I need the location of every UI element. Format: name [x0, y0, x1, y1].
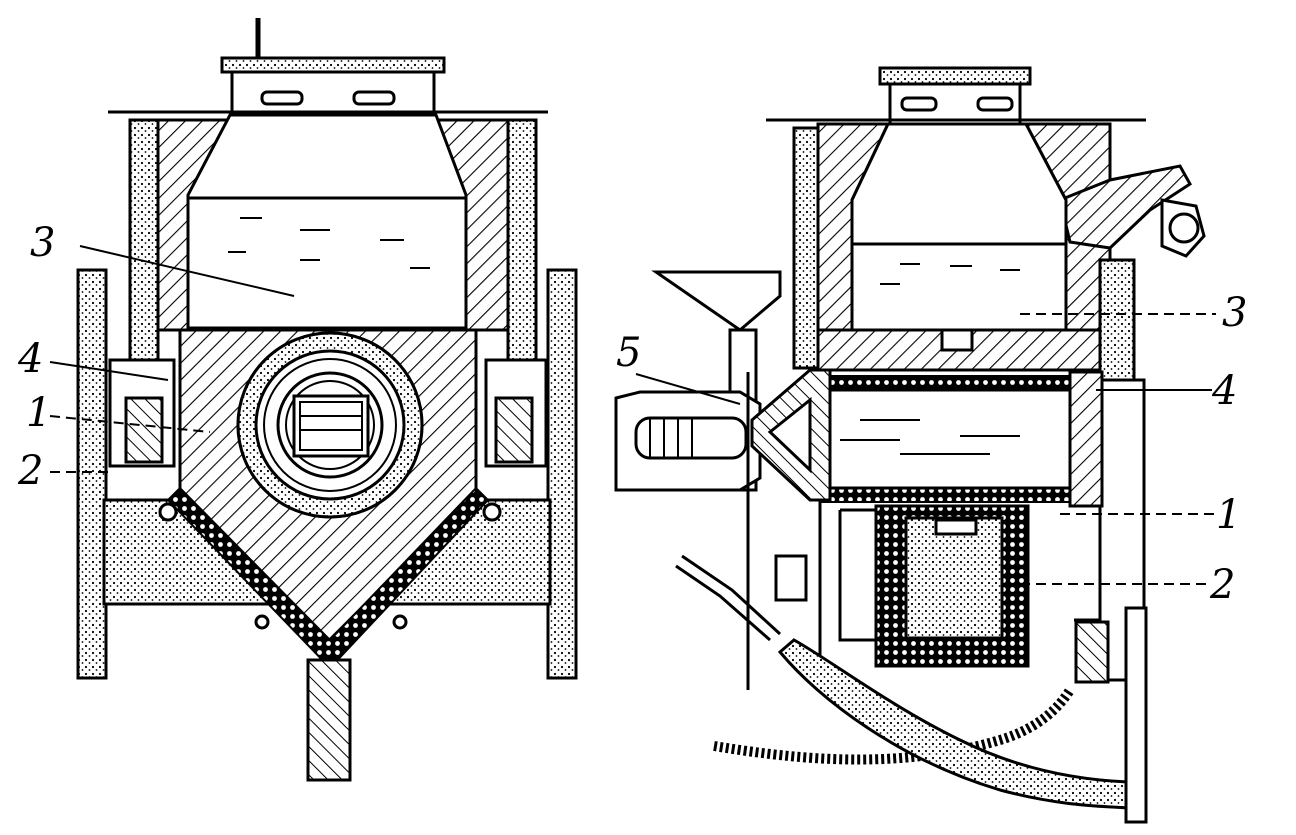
label-1-left: 1: [26, 390, 51, 436]
label-2-left: 2: [17, 448, 43, 494]
left-top-neck: [220, 56, 446, 116]
label-3-left: 3: [30, 220, 55, 266]
right-view: [614, 66, 1206, 824]
left-frame-post-right: [546, 268, 578, 680]
right-leaders: [635, 313, 1216, 585]
left-shell-wall-left: [128, 118, 160, 362]
label-2-right: 2: [1209, 562, 1235, 608]
left-leaders: [49, 245, 295, 473]
right-top-neck: [878, 66, 1032, 126]
left-shell-wall-right: [506, 118, 538, 362]
crucible-bath-left: [186, 113, 468, 330]
channel-top-lining: [819, 375, 1101, 391]
right-shell-wall-left: [792, 126, 820, 370]
left-view: [76, 18, 578, 782]
core-section: [292, 394, 370, 458]
label-5-right: 5: [616, 330, 641, 376]
label-1-right: 1: [1216, 492, 1241, 538]
bath-surface-marks: [228, 217, 430, 269]
label-3-right: 3: [1222, 290, 1247, 336]
label-4-left: 4: [17, 336, 43, 382]
pouring-spout: [1058, 164, 1192, 250]
left-frame-post-left: [76, 268, 108, 680]
channel-bottom-lining: [819, 487, 1101, 503]
crucible-bath-right: [850, 122, 1068, 332]
hopper: [651, 270, 782, 332]
left-tap-pipe: [306, 658, 352, 782]
label-4-right: 4: [1211, 368, 1237, 414]
